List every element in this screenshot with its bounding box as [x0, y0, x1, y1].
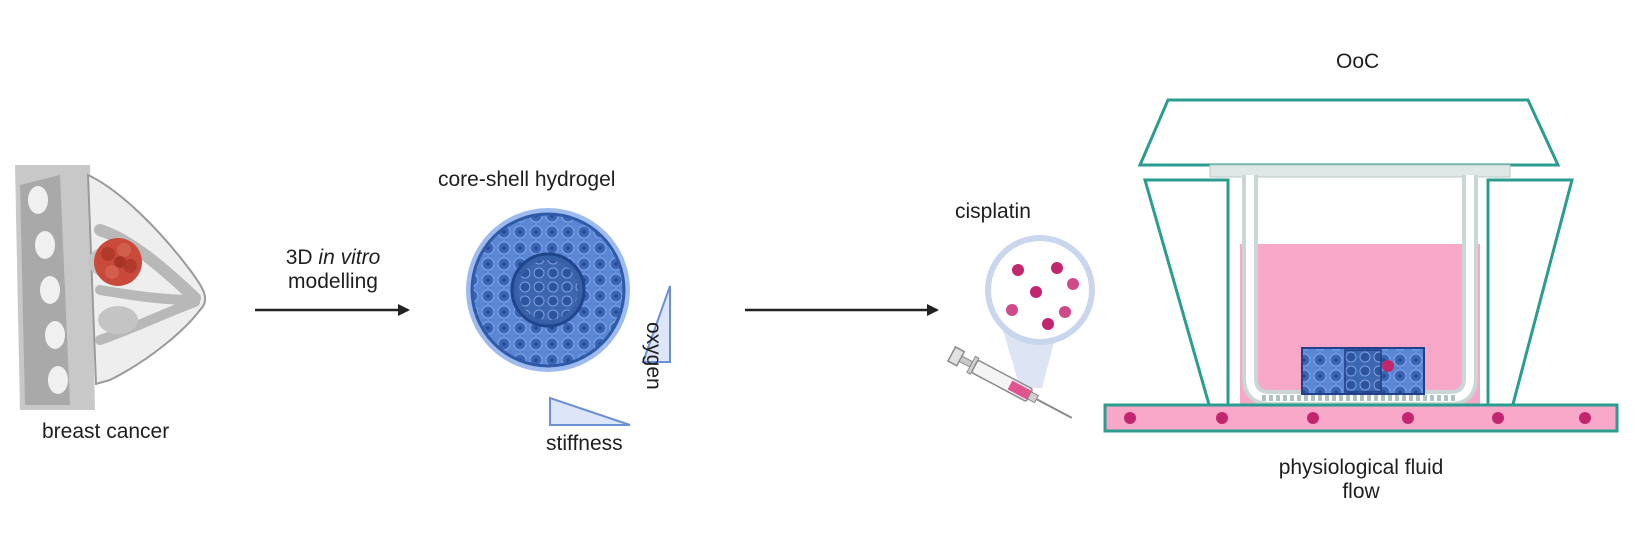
drug-molecule	[1059, 306, 1071, 318]
drug-molecule	[1382, 360, 1394, 372]
label-fluid-flow: physiological fluid flow	[1236, 456, 1486, 504]
rib	[48, 366, 68, 394]
syringe-icon	[946, 345, 1073, 419]
drug-molecule	[1051, 262, 1063, 274]
label-fluid-flow-line2: flow	[1342, 480, 1380, 503]
label-modelling: 3D in vitro modelling	[258, 246, 408, 294]
gland	[98, 306, 138, 334]
ooc-lid-base	[1209, 164, 1511, 178]
rib	[28, 186, 48, 214]
label-modelling-line2: modelling	[288, 270, 378, 293]
organ-on-chip	[1103, 98, 1619, 433]
ooc-hydrogel-core	[1344, 349, 1382, 393]
label-fluid-flow-line1: physiological fluid	[1278, 456, 1444, 479]
rib	[45, 321, 65, 349]
tumor	[94, 238, 142, 286]
flow-particle	[1579, 412, 1591, 424]
drug-molecule	[1067, 278, 1079, 290]
flow-particle	[1402, 412, 1414, 424]
drug-molecule	[1030, 286, 1042, 298]
flow-particle	[1492, 412, 1504, 424]
ooc-right-wall	[1486, 178, 1574, 410]
label-core-shell-hydrogel: core-shell hydrogel	[438, 168, 616, 191]
oxygen-gradient-icon	[641, 285, 671, 363]
flow-particle	[1307, 412, 1319, 424]
label-oxygen: oxygen	[642, 322, 665, 390]
lobule	[95, 297, 200, 345]
rib	[40, 276, 60, 304]
ooc-flow-channel	[1103, 403, 1619, 433]
cisplatin-illustration	[946, 235, 1095, 419]
drug-molecule	[1006, 304, 1018, 316]
ooc-left-wall	[1143, 178, 1230, 410]
hydrogel-core	[518, 260, 578, 320]
breast-illustration	[15, 165, 207, 410]
lobule	[95, 285, 200, 305]
ooc-lid	[1137, 98, 1561, 167]
flow-particle	[1216, 412, 1228, 424]
label-stiffness: stiffness	[546, 432, 623, 455]
label-modelling-italic: in vitro	[318, 246, 381, 269]
label-breast-cancer: breast cancer	[42, 420, 170, 443]
flow-particle	[1124, 412, 1136, 424]
drug-molecule	[1012, 264, 1024, 276]
drug-molecule	[1042, 318, 1054, 330]
stiffness-gradient-icon	[549, 396, 631, 426]
label-ooc: OoC	[1336, 50, 1380, 73]
lobule	[94, 224, 201, 304]
rib	[35, 231, 55, 259]
core-shell-hydrogel	[466, 208, 630, 372]
label-cisplatin: cisplatin	[955, 200, 1031, 223]
label-modelling-prefix: 3D	[285, 246, 319, 269]
